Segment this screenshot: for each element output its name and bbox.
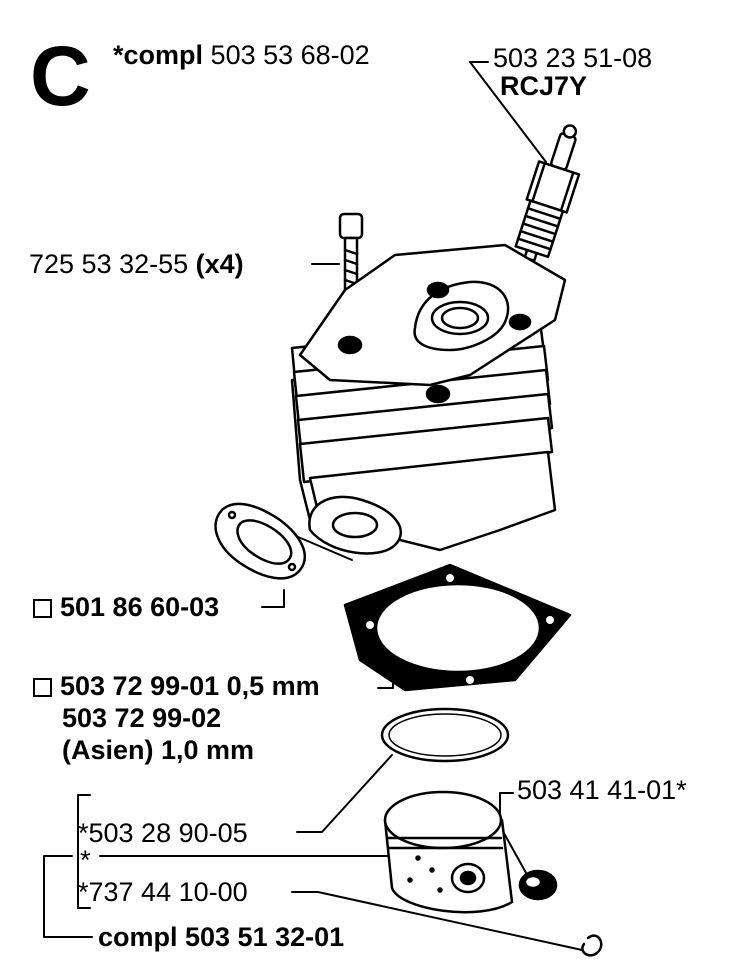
exhaust-gasket-number: 501 86 60-03 xyxy=(60,592,220,622)
checkbox-square-icon xyxy=(33,678,52,697)
circlip-number: *737 44 10-00 xyxy=(78,877,248,907)
cylinder-kit-number: 503 53 68-02 xyxy=(210,40,370,70)
base-gasket-alt-number: 503 72 99-02 xyxy=(62,703,222,733)
checkbox-square-icon xyxy=(33,599,52,618)
exhaust-gasket-icon xyxy=(214,502,306,580)
spark-plug-type: RCJ7Y xyxy=(500,71,588,101)
piston-ring-icon xyxy=(380,707,510,763)
needle-bearing-icon xyxy=(518,869,558,901)
cylinder-icon xyxy=(290,243,567,555)
base-gasket-label: 503 72 99-01 0,5 mm xyxy=(33,673,320,700)
screw-qty: (x4) xyxy=(195,249,244,279)
spark-plug-icon xyxy=(514,124,581,263)
circlip-icon xyxy=(581,934,603,957)
piston-kit-number: compl 503 51 32-01 xyxy=(98,922,345,952)
exhaust-gasket-label: 501 86 60-03 xyxy=(33,594,219,621)
spark-plug-number: 503 23 51-08 xyxy=(493,43,653,73)
screw-number: 725 53 32-55 xyxy=(29,249,189,279)
screw-label: 725 53 32-55 (x4) xyxy=(29,251,244,278)
base-gasket-alt-note: (Asien) 1,0 mm xyxy=(62,735,255,765)
base-gasket-number: 503 72 99-01 0,5 mm xyxy=(60,671,320,701)
piston-ring-number: *503 28 90-05 xyxy=(78,818,248,848)
needle-bearing-number: 503 41 41-01* xyxy=(517,775,687,805)
piston-icon xyxy=(383,790,514,914)
base-gasket-icon xyxy=(343,563,572,692)
cylinder-kit-label: *compl 503 53 68-02 xyxy=(113,42,370,69)
cylinder-kit-prefix: *compl xyxy=(113,40,204,70)
piston-number: * xyxy=(80,845,91,875)
leader-lines xyxy=(43,61,583,951)
section-letter: C xyxy=(30,29,91,123)
